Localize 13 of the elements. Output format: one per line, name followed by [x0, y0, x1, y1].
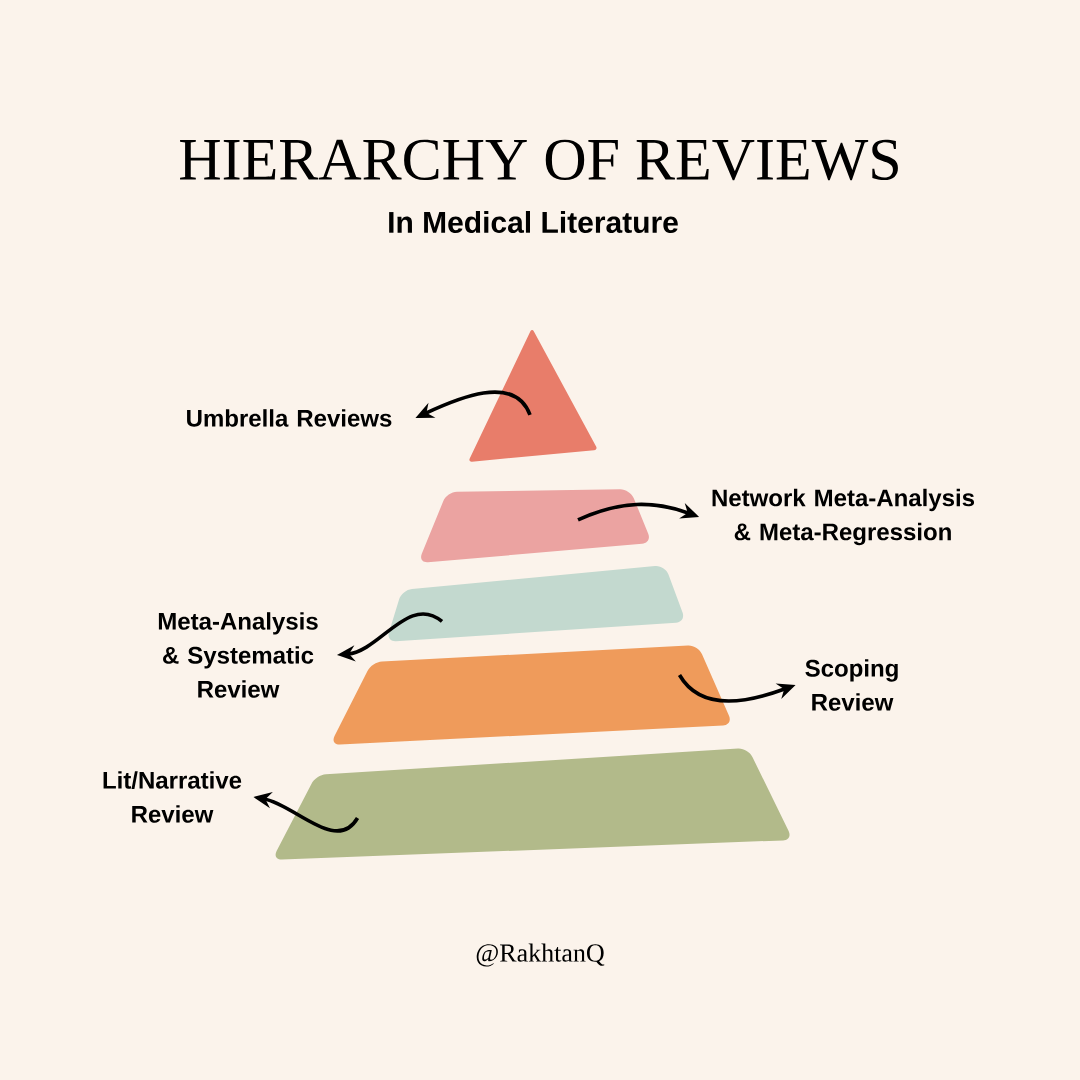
level-label: Lit/Narrative Review: [103, 771, 242, 823]
level-label: Umbrella Reviews: [187, 409, 392, 427]
author-handle: @RakhtanQ: [476, 943, 605, 967]
level-label: Scoping Review: [805, 659, 898, 711]
level-label: Meta-Analysis & Systematic Review: [158, 612, 318, 698]
level-label: Network Meta-Analysis & Meta-Regression: [712, 488, 975, 546]
pyramid-level: [388, 565, 684, 642]
pyramid-tip: [469, 330, 597, 462]
subtitle: In Medical Literature: [389, 210, 678, 233]
title: HIERARCHY OF REVIEWS: [180, 139, 898, 181]
pyramid-level: [421, 489, 649, 563]
pyramid-level: [275, 748, 790, 860]
pyramid-level: [333, 645, 730, 745]
